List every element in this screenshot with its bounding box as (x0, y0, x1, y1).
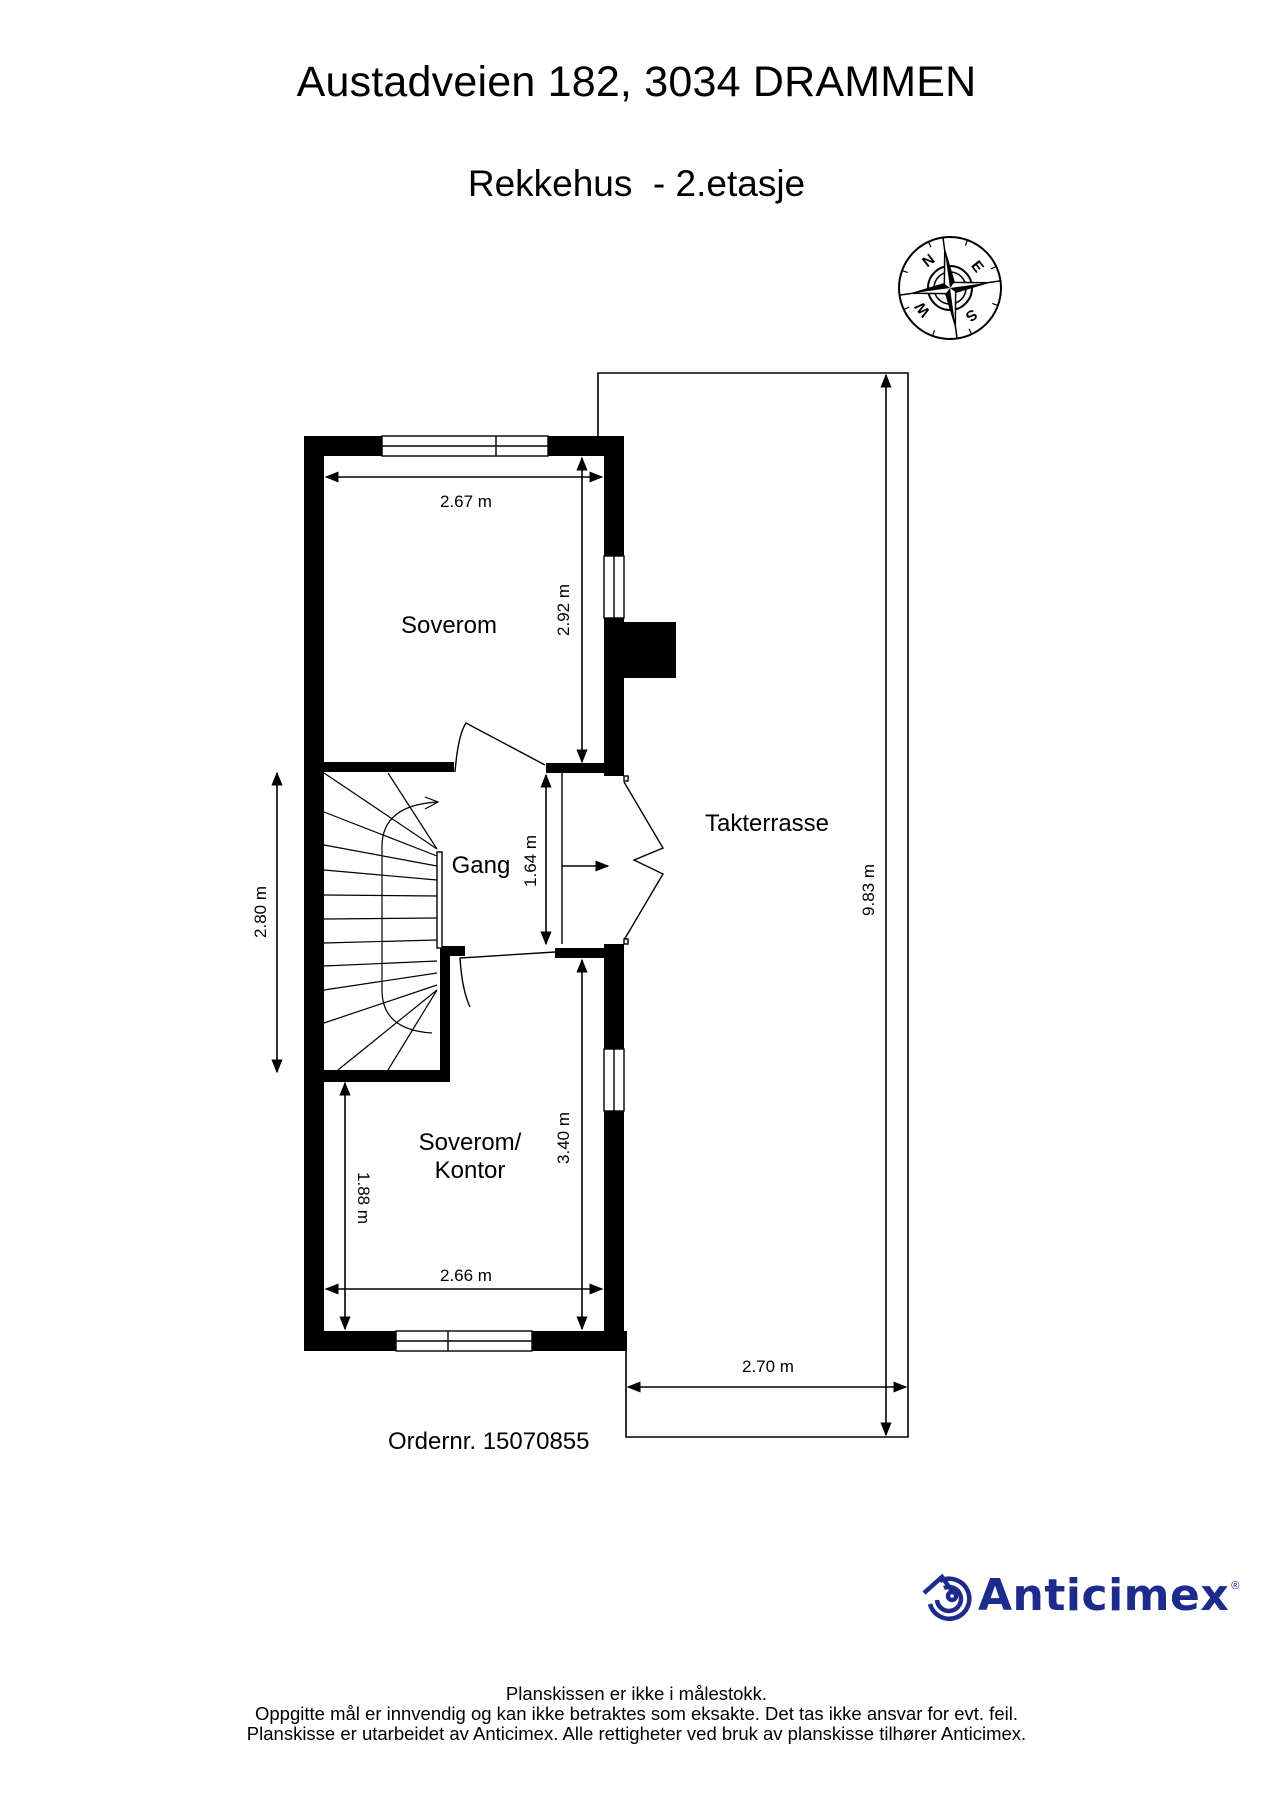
terrace-outline (597, 372, 909, 1438)
room-label-takterrasse: Takterrasse (705, 810, 829, 837)
windows (381, 435, 625, 1352)
compass-rose-icon: N E S W (898, 236, 1002, 340)
registered-mark: ® (1231, 1580, 1240, 1592)
dim-kontor-partial: 1.88 m (354, 1172, 373, 1224)
order-number: Ordernr. 15070855 (388, 1428, 590, 1455)
dim-kontor-depth: 3.40 m (554, 1112, 573, 1164)
dim-terrace-width: 2.70 m (742, 1357, 794, 1376)
anticimex-logo-icon (922, 1573, 972, 1621)
disclaimer: Planskissen er ikke i målestokk. Oppgitt… (0, 1684, 1273, 1744)
dim-gang-width: 1.64 m (521, 835, 540, 887)
dim-kontor-width: 2.66 m (440, 1266, 492, 1285)
room-label-soverom-kontor-2: Kontor (435, 1157, 506, 1184)
compass-west-label: W (911, 298, 934, 320)
disclaimer-line-2: Oppgitte mål er innvendig og kan ikke be… (255, 1703, 1018, 1724)
compass-north-label: N (919, 251, 938, 271)
brand-logo: Anticimex ® (922, 1570, 1239, 1621)
brand-name: Anticimex (978, 1570, 1230, 1621)
compass-south-label: S (962, 305, 980, 325)
dim-stair-length: 2.80 m (251, 886, 270, 938)
doors (436, 722, 665, 1008)
room-label-soverom: Soverom (401, 612, 497, 639)
dimension-lines (271, 373, 908, 1437)
disclaimer-line-3: Planskisse er utarbeidet av Anticimex. A… (246, 1723, 1027, 1744)
dim-soverom-depth: 2.92 m (554, 584, 573, 636)
floor-subtitle: Rekkehus - 2.etasje (467, 163, 806, 204)
dim-soverom-width: 2.67 m (440, 492, 492, 511)
page-title: Austadveien 182, 3034 DRAMMEN (296, 58, 977, 106)
room-label-soverom-kontor-1: Soverom/ (419, 1129, 522, 1156)
disclaimer-line-1: Planskissen er ikke i målestokk. (505, 1683, 768, 1704)
compass-east-label: E (967, 258, 987, 276)
staircase (323, 772, 440, 1071)
room-label-gang: Gang (452, 852, 511, 879)
dim-terrace-length: 9.83 m (859, 864, 878, 916)
